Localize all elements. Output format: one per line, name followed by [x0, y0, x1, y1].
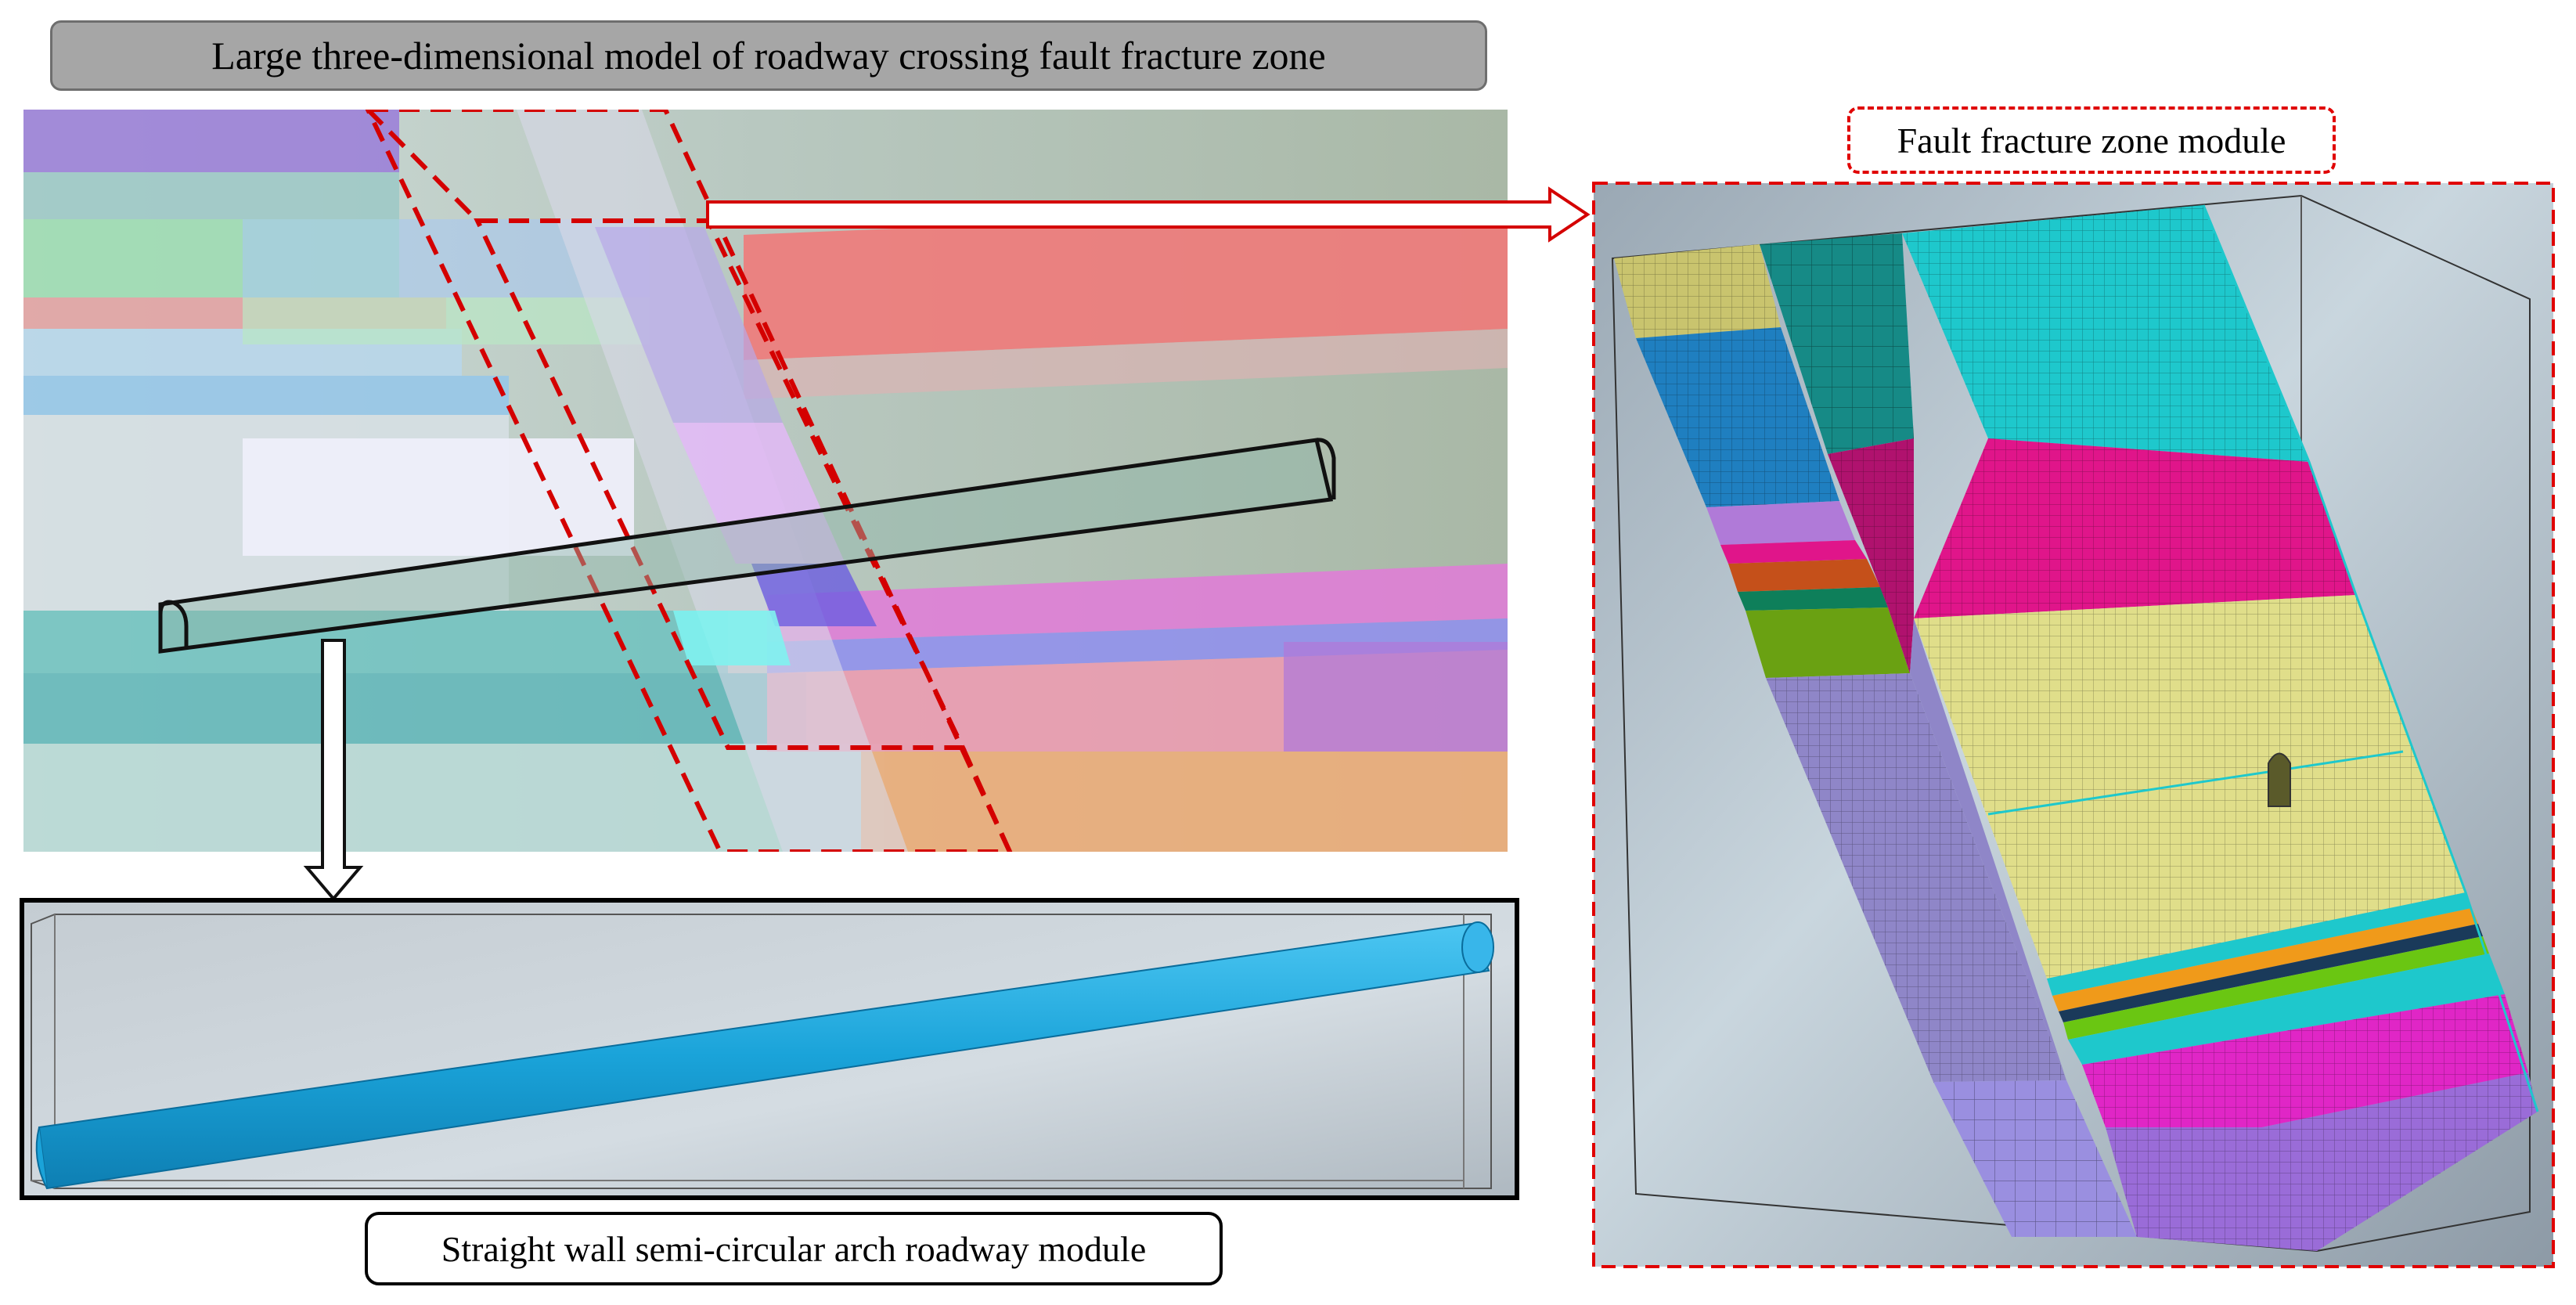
- stratum-green: [23, 219, 399, 297]
- stratum-white: [243, 438, 634, 556]
- mesh-strip-magenta: [1720, 540, 1867, 564]
- stratum-grey: [23, 415, 509, 611]
- stratum-red: [744, 204, 1508, 360]
- mesh-block-magenta: [1914, 438, 2356, 618]
- mesh-strip-purple: [1706, 501, 1855, 545]
- stratum-violet: [767, 618, 1508, 673]
- roadway-module-frame: [20, 898, 1519, 1200]
- down-arrow-icon: [303, 639, 364, 902]
- mesh-strip-orange: [1728, 559, 1880, 592]
- roadway-tube: [38, 922, 1490, 1190]
- roadway-tube-start: [35, 1127, 48, 1189]
- stratum-teal-dark: [23, 673, 806, 744]
- stratum-teal-pale: [23, 744, 884, 852]
- fault-zone-edge-bottom: [960, 746, 1012, 852]
- fault-module-frame: [1592, 182, 2555, 1268]
- fault-slab-indigo: [751, 564, 877, 626]
- stratum-orange: [861, 752, 1508, 852]
- mesh-block-purple: [2106, 1072, 2538, 1251]
- fault-zone-edge-top: [366, 110, 480, 223]
- mesh-strip-green-dark: [1738, 587, 1888, 611]
- stratum-teal: [23, 611, 728, 673]
- mesh-band-cyan: [2047, 892, 2472, 996]
- roadway-tube-fill: [160, 440, 1331, 651]
- fault-block-edge: [2202, 204, 2539, 1112]
- mesh-band-navy: [2059, 924, 2483, 1022]
- mesh-block-lavender-bottom: [1933, 1080, 2137, 1237]
- fault-zone-outline-outer: [365, 110, 1013, 852]
- main-model-title: Large three-dimensional model of roadway…: [50, 20, 1487, 91]
- fault-module-title: Fault fracture zone module: [1847, 106, 2336, 174]
- mesh-divider-line: [1987, 750, 2404, 816]
- fault-slab-cyan: [673, 611, 791, 665]
- fault-slab-violet: [595, 227, 783, 423]
- mesh-block-cyan-top: [1902, 205, 2309, 462]
- stratum-magenta: [767, 564, 1508, 642]
- mesh-block-khaki-left: [1614, 244, 1781, 338]
- mesh-block-teal: [1760, 233, 1914, 454]
- mesh-band-orange: [2052, 908, 2478, 1011]
- fault-wireframe-box: [1611, 194, 2531, 1253]
- inner-block-blue: [243, 219, 650, 297]
- fault-slab-pink: [673, 423, 845, 564]
- mesh-band-cyan-2: [2068, 954, 2505, 1065]
- roadway-tube-outline: [158, 438, 1334, 654]
- mesh-block-magenta-bottom: [2082, 994, 2528, 1127]
- roadway-module-title: Straight wall semi-circular arch roadway…: [365, 1212, 1223, 1285]
- stratum-blue: [23, 376, 509, 415]
- mesh-strip-green: [1746, 607, 1910, 678]
- mesh-block-khaki: [1914, 595, 2466, 979]
- inner-block-green: [243, 297, 650, 344]
- fault-slab: [517, 110, 908, 852]
- stratum-rose: [744, 329, 1508, 399]
- fault-zone-outline-inner: [474, 218, 967, 750]
- roadway-wireframe-box: [31, 914, 1492, 1189]
- right-arrow-icon: [706, 186, 1591, 243]
- roadway-arch-end-left: [158, 600, 189, 651]
- model-background: [23, 110, 1508, 852]
- mesh-block-magenta-dark: [1828, 438, 1914, 673]
- roadway-hole-icon: [2268, 752, 2291, 807]
- stratum-teal-light: [23, 172, 399, 219]
- roadway-tube-end: [1461, 921, 1494, 973]
- stratum-purple-right: [1284, 642, 1508, 752]
- roadway-arch-end-right: [1316, 438, 1336, 499]
- mesh-block-blue-left: [1636, 327, 1839, 507]
- mesh-block-lavender-left: [1766, 673, 2066, 1082]
- stratum-light-blue: [23, 329, 462, 376]
- stratum-pink: [23, 297, 446, 329]
- mesh-band-green: [2063, 936, 2489, 1040]
- stratum-purple: [23, 110, 399, 172]
- stratum-pink-right: [767, 650, 1508, 752]
